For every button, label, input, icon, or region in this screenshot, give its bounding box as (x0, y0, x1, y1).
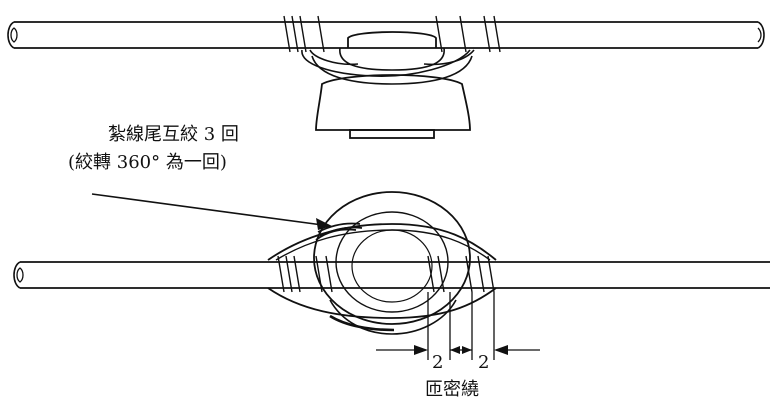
spacing-right-label: 2 (478, 352, 489, 373)
dimension-arrow-icon (450, 346, 460, 354)
leader-arrow (91, 193, 331, 227)
top-insulator-cap (339, 31, 445, 71)
top-figure (7, 15, 765, 139)
bottom-conductor-wire (13, 261, 770, 289)
tie-note-line1: 紮線尾互絞 3 回 (108, 124, 239, 145)
top-insulator-icon (311, 55, 473, 139)
dimension-arrow-icon (494, 345, 508, 355)
bottom-figure: 2 2 匝密繞 (13, 191, 770, 400)
leader-arrowhead-icon (316, 218, 332, 230)
tie-note-annotation: 紮線尾互絞 3 回 (絞轉 360° 為一回) (68, 124, 332, 230)
top-tie-wire-binding (283, 15, 501, 78)
spacing-dimensions: 2 2 匝密繞 (376, 292, 540, 400)
dense-wrap-label: 匝密繞 (425, 379, 479, 400)
dimension-arrow-icon (414, 345, 428, 355)
spacing-left-label: 2 (432, 352, 443, 373)
dimension-arrow-icon (462, 346, 472, 354)
tie-note-line2: (絞轉 360° 為一回) (68, 152, 227, 173)
bottom-tie-wire-binding (267, 222, 497, 319)
top-conductor-wire (7, 21, 765, 49)
